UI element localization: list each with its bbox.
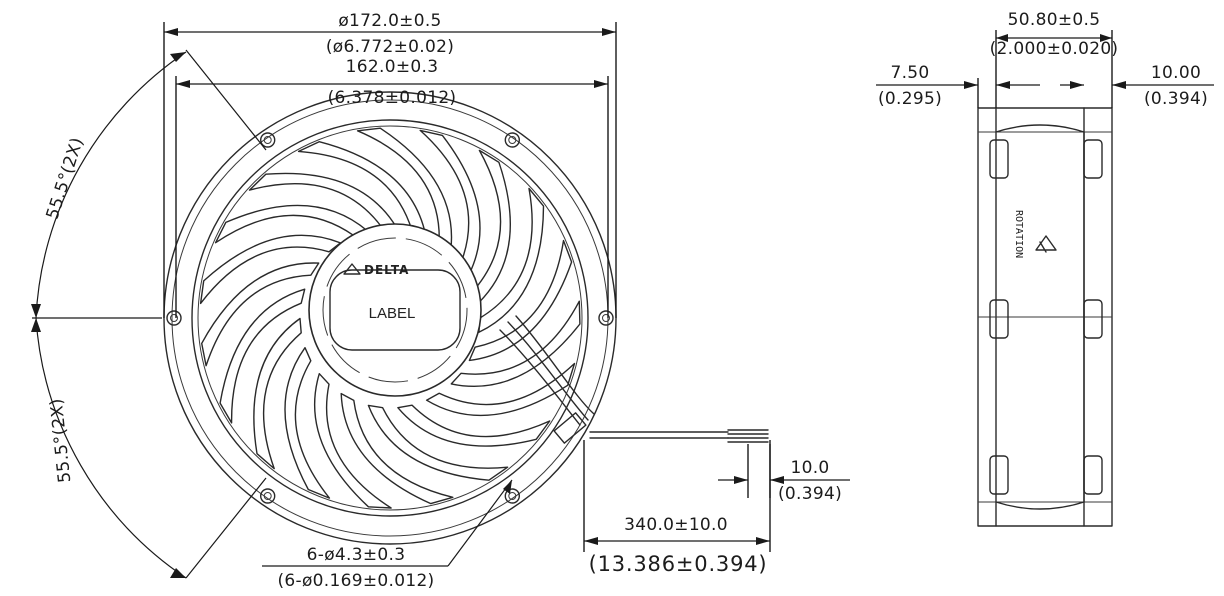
dim-holes-in: (6-ø0.169±0.012) (278, 571, 435, 591)
mounting-hole (260, 132, 276, 148)
blade (450, 300, 581, 388)
mounting-hole (166, 310, 182, 326)
blade (340, 392, 454, 505)
hub-slot-ring (322, 237, 468, 383)
logo-text: DELTA (364, 263, 409, 277)
blade (478, 187, 545, 333)
venturi-ring-inner (197, 125, 583, 511)
dim-strip-mm: 10.0 (790, 458, 829, 478)
dim-depth-mm: 50.80±0.5 (1008, 10, 1101, 30)
side-clip (1083, 299, 1103, 339)
side-clip (989, 139, 1009, 179)
impeller-blades (199, 127, 581, 509)
mounting-hole (504, 488, 520, 504)
blade (419, 129, 481, 276)
dim-angle-upper: 55.5°(2X) (43, 135, 88, 222)
venturi-ring (191, 119, 589, 517)
dim-right-flange-in: (0.394) (1144, 89, 1208, 109)
dim-lead-length-mm: 340.0±10.0 (624, 515, 728, 535)
side-clip (1083, 455, 1103, 495)
blade (248, 172, 398, 229)
dim-lead-length: 340.0±10.0 (13.386±0.394) (583, 440, 771, 576)
dim-left-flange-mm: 7.50 (890, 63, 929, 83)
side-clip (1083, 139, 1103, 179)
label-text: LABEL (369, 305, 416, 322)
side-view: ROTATION 50.80±0.5 (2.000±0.020) 7.50 (0… (876, 10, 1214, 527)
hub-outer (308, 223, 482, 397)
side-clip (989, 455, 1009, 495)
dim-lead-length-in: (13.386±0.394) (589, 552, 768, 576)
blade (313, 373, 392, 509)
blade (356, 127, 453, 253)
dim-hole-spacing-mm: 162.0±0.3 (346, 57, 439, 77)
dim-hole-spacing-in: (6.378±0.012) (328, 88, 457, 108)
blade (219, 288, 306, 424)
blade (199, 234, 342, 305)
dim-right-flange-mm: 10.00 (1151, 63, 1201, 83)
label-area (329, 269, 461, 351)
blade (425, 362, 576, 417)
dim-hole-spacing: 162.0±0.3 (6.378±0.012) (175, 57, 609, 318)
dim-strip-length: 10.0 (0.394) (718, 444, 850, 504)
blade (367, 404, 509, 481)
dim-outer-diameter: ø172.0±0.5 (ø6.772±0.02) (163, 11, 617, 318)
side-clips (989, 139, 1103, 495)
side-clip (989, 299, 1009, 339)
dim-left-flange: 7.50 (0.295) (876, 63, 1040, 109)
dim-depth-in: (2.000±0.020) (990, 39, 1119, 59)
rotation-mark-icon: ROTATION (1013, 210, 1057, 258)
mounting-hole (260, 488, 276, 504)
dim-angle-lower: 55.5°(2X) (47, 397, 76, 483)
blade (297, 141, 427, 237)
front-view: LABEL DELTA ø172.0±0.5 (31, 11, 850, 591)
blade (468, 239, 573, 362)
blade (474, 149, 512, 304)
blade (397, 404, 551, 447)
mounting-holes (166, 132, 614, 504)
blade (253, 317, 302, 470)
dim-outer-diameter-mm: ø172.0±0.5 (338, 11, 441, 31)
rotation-text: ROTATION (1013, 210, 1024, 258)
dim-outer-diameter-in: (ø6.772±0.02) (326, 37, 454, 57)
mounting-hole (598, 310, 614, 326)
dim-holes-callout: 6-ø4.3±0.3 (6-ø0.169±0.012) (262, 479, 513, 591)
dim-left-flange-in: (0.295) (878, 89, 942, 109)
dim-strip-in: (0.394) (778, 484, 842, 504)
blade (214, 204, 369, 244)
blade (284, 347, 331, 499)
blade (201, 262, 320, 367)
lead-wire (499, 315, 769, 444)
mounting-hole (504, 132, 520, 148)
delta-logo-icon: DELTA (343, 263, 409, 277)
dim-side-depth: 50.80±0.5 (2.000±0.020) (990, 10, 1119, 108)
dim-right-flange: 10.00 (0.394) (1060, 63, 1214, 109)
dim-holes-mm: 6-ø4.3±0.3 (307, 545, 406, 565)
dim-angles: 55.5°(2X) 55.5°(2X) (31, 49, 267, 579)
